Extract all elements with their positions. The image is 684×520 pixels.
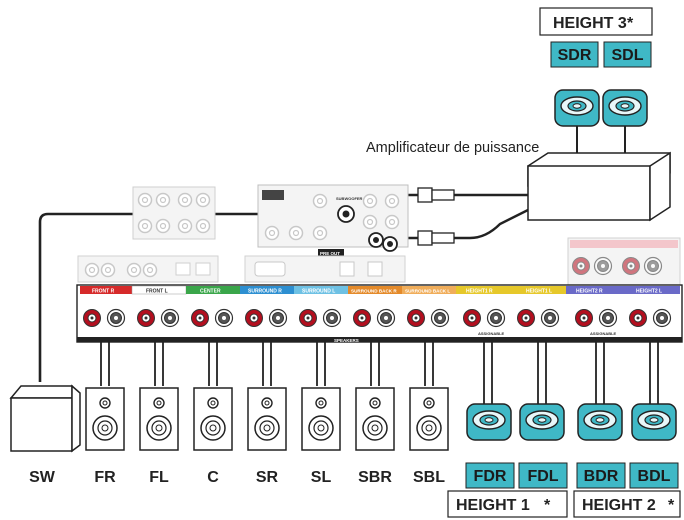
channel-labels: FRONT R FRONT L CENTER SURROUND R SURROU… bbox=[80, 285, 680, 336]
surround-r-terminal-label: SURROUND R bbox=[248, 289, 282, 295]
sbr-label: SBR bbox=[358, 469, 392, 486]
bdr-speaker-icon bbox=[577, 403, 623, 441]
sdl-badge-label: SDL bbox=[612, 47, 644, 64]
fdl-speaker-icon bbox=[519, 403, 565, 441]
power-amplifier bbox=[527, 151, 671, 222]
c-label: C bbox=[207, 469, 219, 486]
bdl-badge-label: BDL bbox=[638, 468, 671, 485]
sbl-label: SBL bbox=[413, 469, 445, 486]
fdl-badge-label: FDL bbox=[527, 468, 558, 485]
height3-label-box bbox=[539, 7, 653, 36]
sdl-badge bbox=[603, 41, 652, 68]
fl-label: FL bbox=[149, 469, 169, 486]
fr-label: FR bbox=[94, 469, 116, 486]
bdl-speaker-icon bbox=[631, 403, 677, 441]
sdr-badge-label: SDR bbox=[558, 47, 592, 64]
sb-l-terminal-label: SURROUND BACK L bbox=[405, 289, 450, 294]
sl-speaker-icon bbox=[301, 387, 341, 451]
sdr-badge bbox=[550, 41, 599, 68]
sbl-speaker-icon bbox=[409, 387, 449, 451]
bdr-badge bbox=[576, 462, 626, 489]
height2-label: HEIGHT 2 bbox=[582, 497, 656, 514]
speaker-wires bbox=[100, 342, 659, 404]
height1-label: HEIGHT 1 bbox=[456, 497, 530, 514]
bdr-badge-label: BDR bbox=[584, 468, 619, 485]
sbr-speaker-icon bbox=[355, 387, 395, 451]
height3-asterisk: * bbox=[627, 15, 634, 32]
front-r-terminal-label: FRONT R bbox=[92, 289, 115, 295]
lower-height-badges: FDR FDL BDR BDL bbox=[465, 462, 679, 489]
height2-r-terminal-label: HEIGHT2 R bbox=[576, 289, 603, 295]
amplifier-label: Amplificateur de puissance bbox=[366, 140, 539, 156]
assignable-label-1: ASSIGNABLE bbox=[478, 331, 505, 336]
height2-asterisk: * bbox=[668, 497, 675, 514]
height2-label-box bbox=[573, 490, 681, 518]
sr-speaker-icon bbox=[247, 387, 287, 451]
fdr-badge-label: FDR bbox=[474, 468, 507, 485]
bottom-height-groups: HEIGHT 1 * HEIGHT 2 * bbox=[447, 490, 681, 518]
fdr-badge bbox=[465, 462, 515, 489]
front-l-terminal-label: FRONT L bbox=[146, 289, 168, 295]
assignable-label-2: ASSIGNABLE bbox=[590, 331, 617, 336]
height3-group: HEIGHT 3 * SDR SDL bbox=[539, 7, 653, 68]
pre-out-cables bbox=[374, 187, 529, 246]
subwoofer-label: SUBWOOFER bbox=[336, 196, 363, 201]
bdl-badge bbox=[629, 462, 679, 489]
height3-label: HEIGHT 3 bbox=[553, 15, 627, 32]
height2-l-terminal-label: HEIGHT2 L bbox=[636, 289, 662, 295]
fl-speaker-icon bbox=[139, 387, 179, 451]
height1-l-terminal-label: HEIGHT1 L bbox=[526, 289, 552, 295]
sr-label: SR bbox=[256, 469, 279, 486]
height1-asterisk: * bbox=[544, 497, 551, 514]
height1-r-terminal-label: HEIGHT1 R bbox=[466, 289, 493, 295]
subwoofer-icon bbox=[9, 384, 81, 453]
surround-l-terminal-label: SURROUND L bbox=[302, 289, 335, 295]
sb-r-terminal-label: SURROUND BACK R bbox=[351, 289, 397, 294]
sdl-speaker-icon bbox=[602, 89, 648, 127]
sl-label: SL bbox=[311, 469, 332, 486]
speakers-label: SPEAKERS bbox=[334, 338, 359, 343]
c-speaker-icon bbox=[193, 387, 233, 451]
height1-label-box bbox=[447, 490, 568, 518]
pre-out-label: PRE OUT bbox=[320, 251, 340, 256]
fdr-speaker-icon bbox=[466, 403, 512, 441]
fdl-badge bbox=[518, 462, 568, 489]
floor-speaker-labels: SW FR FL C SR SL SBR SBL bbox=[29, 469, 445, 486]
sdr-speaker-icon bbox=[554, 89, 600, 127]
fr-speaker-icon bbox=[85, 387, 125, 451]
sw-label: SW bbox=[29, 469, 56, 486]
center-terminal-label: CENTER bbox=[200, 289, 221, 295]
